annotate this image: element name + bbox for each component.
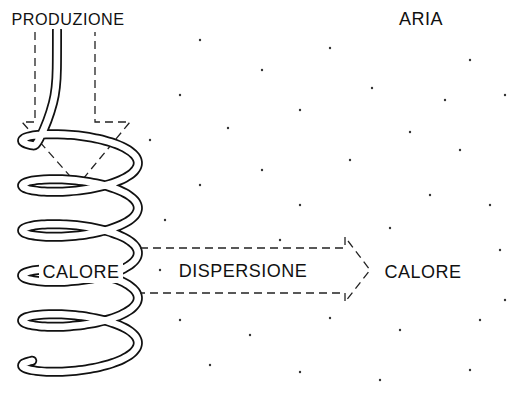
- air-particles: [149, 39, 506, 381]
- air-particle: [261, 69, 263, 71]
- air-particle: [469, 59, 471, 61]
- process-label: PRODUZIONE: [9, 9, 128, 29]
- air-particle: [299, 371, 301, 373]
- air-particle: [249, 334, 251, 336]
- air-particle: [159, 269, 161, 271]
- air-particle: [469, 369, 471, 371]
- coil-fill: [22, 30, 138, 372]
- air-particle: [299, 109, 301, 111]
- air-particle: [164, 219, 166, 221]
- air-particle: [379, 379, 381, 381]
- flow-label: DISPERSIONE: [176, 260, 311, 282]
- air-particle: [227, 127, 229, 129]
- heat-label: CALORE: [381, 261, 464, 283]
- air-particle: [261, 169, 263, 171]
- air-particle: [349, 159, 351, 161]
- air-particle: [179, 94, 181, 96]
- medium-label: ARIA: [396, 8, 446, 30]
- air-particle: [504, 299, 506, 301]
- air-particle: [299, 204, 301, 206]
- air-particle: [429, 194, 431, 196]
- air-particle: [179, 319, 181, 321]
- air-particle: [209, 364, 211, 366]
- heating-coil: [22, 30, 138, 372]
- air-particle: [279, 239, 281, 241]
- air-particle: [399, 329, 401, 331]
- air-particle: [329, 47, 331, 49]
- air-particle: [149, 139, 151, 141]
- air-particle: [409, 131, 411, 133]
- air-particle: [499, 249, 501, 251]
- air-particle: [444, 99, 446, 101]
- air-particle: [371, 87, 373, 89]
- dispersion-arrow: [140, 237, 370, 302]
- air-particle: [199, 39, 201, 41]
- air-particle: [389, 227, 391, 229]
- air-particle: [504, 94, 506, 96]
- air-particle: [479, 319, 481, 321]
- air-particle: [199, 184, 201, 186]
- air-particle: [459, 149, 461, 151]
- air-particle: [329, 317, 331, 319]
- coil-outline: [22, 30, 138, 372]
- heat-label: CALORE: [39, 261, 122, 283]
- production-arrow: [22, 32, 130, 185]
- air-particle: [489, 204, 491, 206]
